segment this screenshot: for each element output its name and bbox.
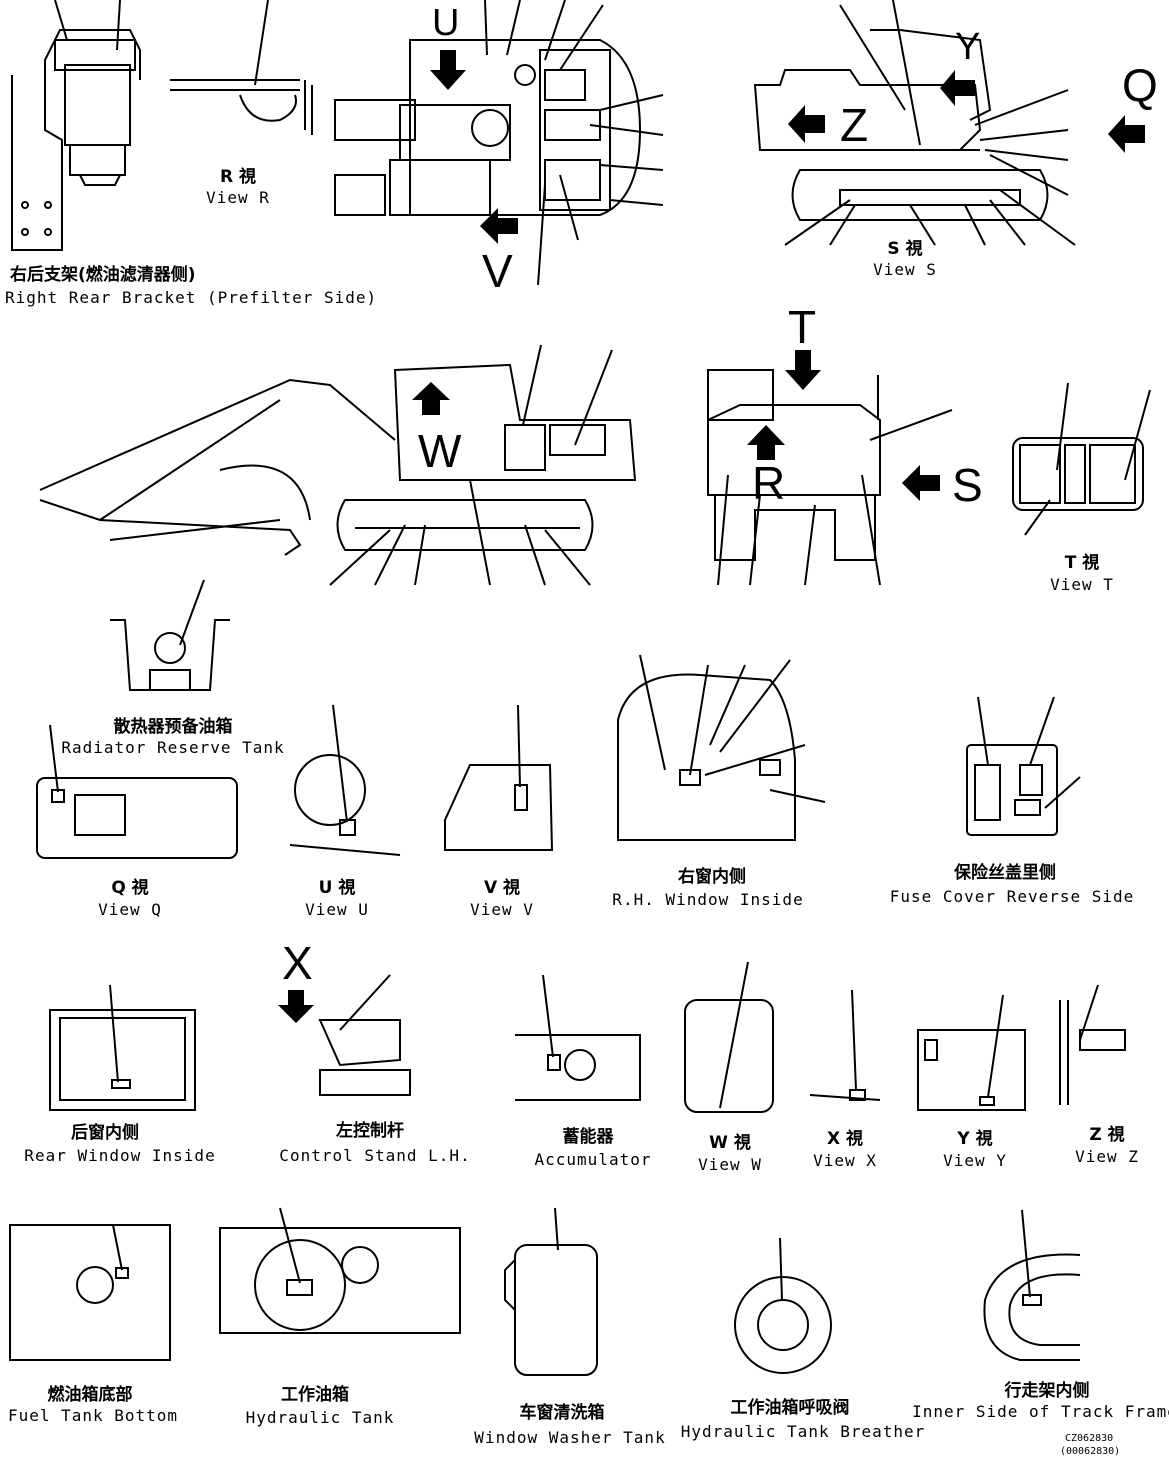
view-u-cn: U 視 [318,878,356,898]
view-q-drawing [36,724,238,859]
plan-view-drawing [334,0,664,286]
view-y-cn: Y 視 [957,1129,993,1149]
arrow-label-x: X [282,937,313,989]
view-v-cn: V 視 [483,878,521,898]
view-t-en: View T [1050,575,1114,594]
control-stand-en: Control Stand L.H. [279,1146,471,1165]
rear-view-drawing [707,369,953,586]
view-u-drawing [289,704,401,856]
right-rear-bracket-drawing [11,0,141,251]
view-w-cn: W 視 [709,1133,751,1153]
arrow-q-icon [1108,115,1145,153]
view-s-drawing [753,0,1076,246]
view-x-drawing [809,989,881,1101]
washer-tank-cn: 车窗清洗箱 [519,1403,605,1423]
view-q-en: View Q [98,900,162,919]
breather-cn: 工作油箱呼吸阀 [730,1398,850,1418]
view-z-cn: Z 視 [1089,1125,1125,1145]
right-rear-bracket-en: Right Rear Bracket (Prefilter Side) [5,288,378,307]
radiator-tank-cn: 散热器预备油箱 [113,717,233,737]
view-u-en: View U [305,900,369,919]
document-code: CZ062830 [1065,1433,1114,1444]
rh-window-drawing [617,654,826,841]
view-y-en: View Y [943,1151,1007,1170]
view-x-en: View X [813,1151,877,1170]
view-t-drawing [1012,382,1151,536]
excavator-side-drawing [39,344,637,586]
arrow-label-s: S [952,459,983,511]
accumulator-drawing [515,974,641,1101]
arrow-label-q: Q [1122,59,1158,111]
control-stand-cn: 左控制杆 [336,1121,404,1141]
rear-window-drawing [49,984,196,1111]
view-r-en: View R [206,188,270,207]
view-s-en: View S [873,260,937,279]
arrow-label-v: V [482,245,513,297]
hydraulic-tank-en: Hydraulic Tank [245,1408,395,1427]
arrow-t-icon [785,350,821,390]
arrow-y-icon [940,70,975,106]
view-w-en: View W [698,1155,762,1174]
view-x-cn: X 視 [826,1129,864,1149]
fuse-cover-en: Fuse Cover Reverse Side [889,887,1135,906]
accumulator-en: Accumulator [534,1150,652,1169]
accumulator-cn: 蓄能器 [562,1127,614,1147]
arrow-label-r: R [752,457,786,509]
radiator-tank-drawing [110,579,230,691]
arrow-label-y: Y [955,26,981,68]
arrow-w-icon [412,382,450,415]
arrow-label-u: U [432,2,460,44]
track-frame-drawing [983,1209,1081,1361]
hydraulic-tank-drawing [219,1207,461,1334]
washer-tank-drawing [504,1207,598,1376]
track-frame-en: Inner Side of Track Frame [912,1402,1169,1421]
radiator-tank-en: Radiator Reserve Tank [61,738,285,757]
arrow-r-icon [747,425,785,460]
document-code-sub: (00062830) [1060,1446,1121,1457]
arrow-v-icon [480,208,518,244]
view-r-cn: R 視 [219,167,257,187]
fuel-tank-en: Fuel Tank Bottom [7,1406,179,1425]
view-s-cn: S 視 [887,239,923,259]
fuel-tank-drawing [9,1224,171,1361]
view-z-drawing [1059,984,1126,1105]
rear-window-en: Rear Window Inside [24,1146,216,1165]
view-t-cn: T 視 [1064,553,1100,573]
view-v-en: View V [470,900,534,919]
arrow-x-icon [278,990,314,1023]
view-y-drawing [917,994,1026,1111]
arrow-s-icon [902,465,940,501]
arrow-label-z: Z [840,99,869,151]
fuse-cover-drawing [966,696,1081,836]
view-z-en: View Z [1075,1147,1139,1166]
arrow-z-icon [788,105,825,143]
hydraulic-tank-cn: 工作油箱 [281,1385,349,1405]
view-v-drawing [444,704,554,851]
track-frame-cn: 行走架内侧 [1004,1381,1090,1401]
washer-tank-en: Window Washer Tank [474,1428,666,1447]
arrow-label-w: W [418,425,462,477]
rh-window-cn: 右窗内侧 [678,867,746,887]
rh-window-en: R.H. Window Inside [612,890,804,909]
arrow-label-t: T [788,301,817,353]
view-r-drawing [170,0,313,135]
control-stand-drawing [318,974,411,1096]
breather-en: Hydraulic Tank Breather [680,1422,926,1441]
rear-window-cn: 后窗内侧 [71,1123,139,1143]
arrow-u-icon [430,50,466,90]
right-rear-bracket-cn: 右后支架(燃油滤清器侧) [10,265,196,285]
fuel-tank-cn: 燃油箱底部 [47,1385,133,1405]
fuse-cover-cn: 保险丝盖里侧 [954,863,1056,883]
view-q-cn: Q 視 [111,878,149,898]
view-w-drawing [684,961,774,1113]
breather-drawing [734,1237,832,1374]
